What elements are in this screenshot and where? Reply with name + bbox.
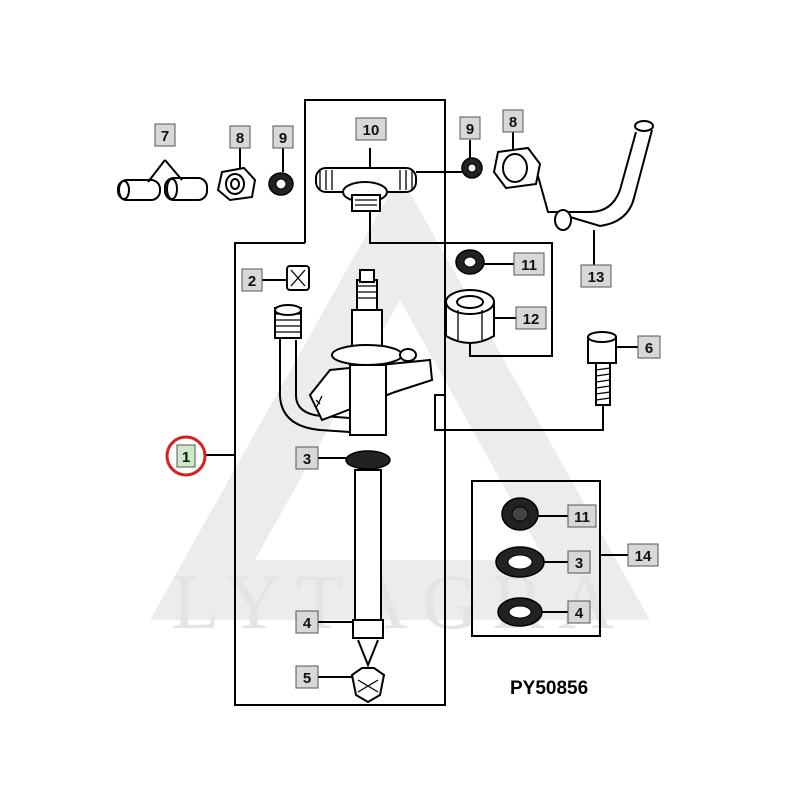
kit-14-contents [495,497,568,627]
callout-11-upper: 11 [513,252,545,276]
svg-text:7: 7 [161,128,169,145]
part-9-seal-left [268,148,294,196]
svg-text:8: 8 [236,130,244,147]
svg-text:5: 5 [303,670,311,687]
part-9-seal-right [416,140,483,179]
part-2-cap [262,265,310,291]
svg-text:8: 8 [509,114,517,131]
callout-1-highlighted: 1 [165,435,207,477]
assembly-frame [205,99,604,706]
part-1-injector [274,269,434,704]
callout-9-left: 9 [272,125,294,149]
svg-text:9: 9 [466,121,474,138]
callout-12: 12 [515,306,547,330]
svg-text:11: 11 [521,257,537,274]
part-7-sleeves [117,159,208,201]
svg-text:11: 11 [574,509,590,526]
svg-text:10: 10 [363,122,380,139]
svg-text:6: 6 [645,340,653,357]
callout-13: 13 [580,264,612,288]
callout-4-injector: 4 [295,610,319,634]
callout-7: 7 [154,123,176,147]
part-13-pipe [537,120,654,265]
svg-text:4: 4 [303,615,312,632]
callout-8-right: 8 [502,109,524,133]
callout-8-left: 8 [229,125,251,149]
kit-box [471,480,601,637]
part-11-seal-upper [455,249,514,275]
reference-code: PY50856 [510,678,588,699]
callout-5: 5 [295,665,319,689]
callout-3-injector: 3 [295,446,319,470]
part-6-bolt [587,331,638,406]
svg-text:2: 2 [248,273,256,290]
callout-6: 6 [637,335,661,359]
svg-text:14: 14 [635,548,652,565]
svg-text:3: 3 [303,451,311,468]
watermark-text: LYTAGRA [172,558,629,645]
part-8-nut-right [492,132,542,190]
callout-2: 2 [241,268,263,292]
callout-11-kit: 11 [567,504,597,528]
part-8-nut-left [216,148,257,202]
callout-3-kit: 3 [567,550,591,574]
callout-10: 10 [355,117,387,141]
svg-text:12: 12 [523,311,540,328]
svg-text:1: 1 [182,449,190,466]
watermark: LYTAGRA [150,175,650,645]
callout-4-kit: 4 [567,600,591,624]
part-10-tee-fitting [315,148,417,212]
svg-text:3: 3 [575,555,583,572]
part-12-nut [445,289,516,344]
svg-text:4: 4 [575,605,584,622]
callout-9-right: 9 [459,116,481,140]
svg-text:13: 13 [588,269,605,286]
callout-14: 14 [627,543,659,567]
svg-text:9: 9 [279,130,287,147]
highlight-ring [165,435,207,477]
